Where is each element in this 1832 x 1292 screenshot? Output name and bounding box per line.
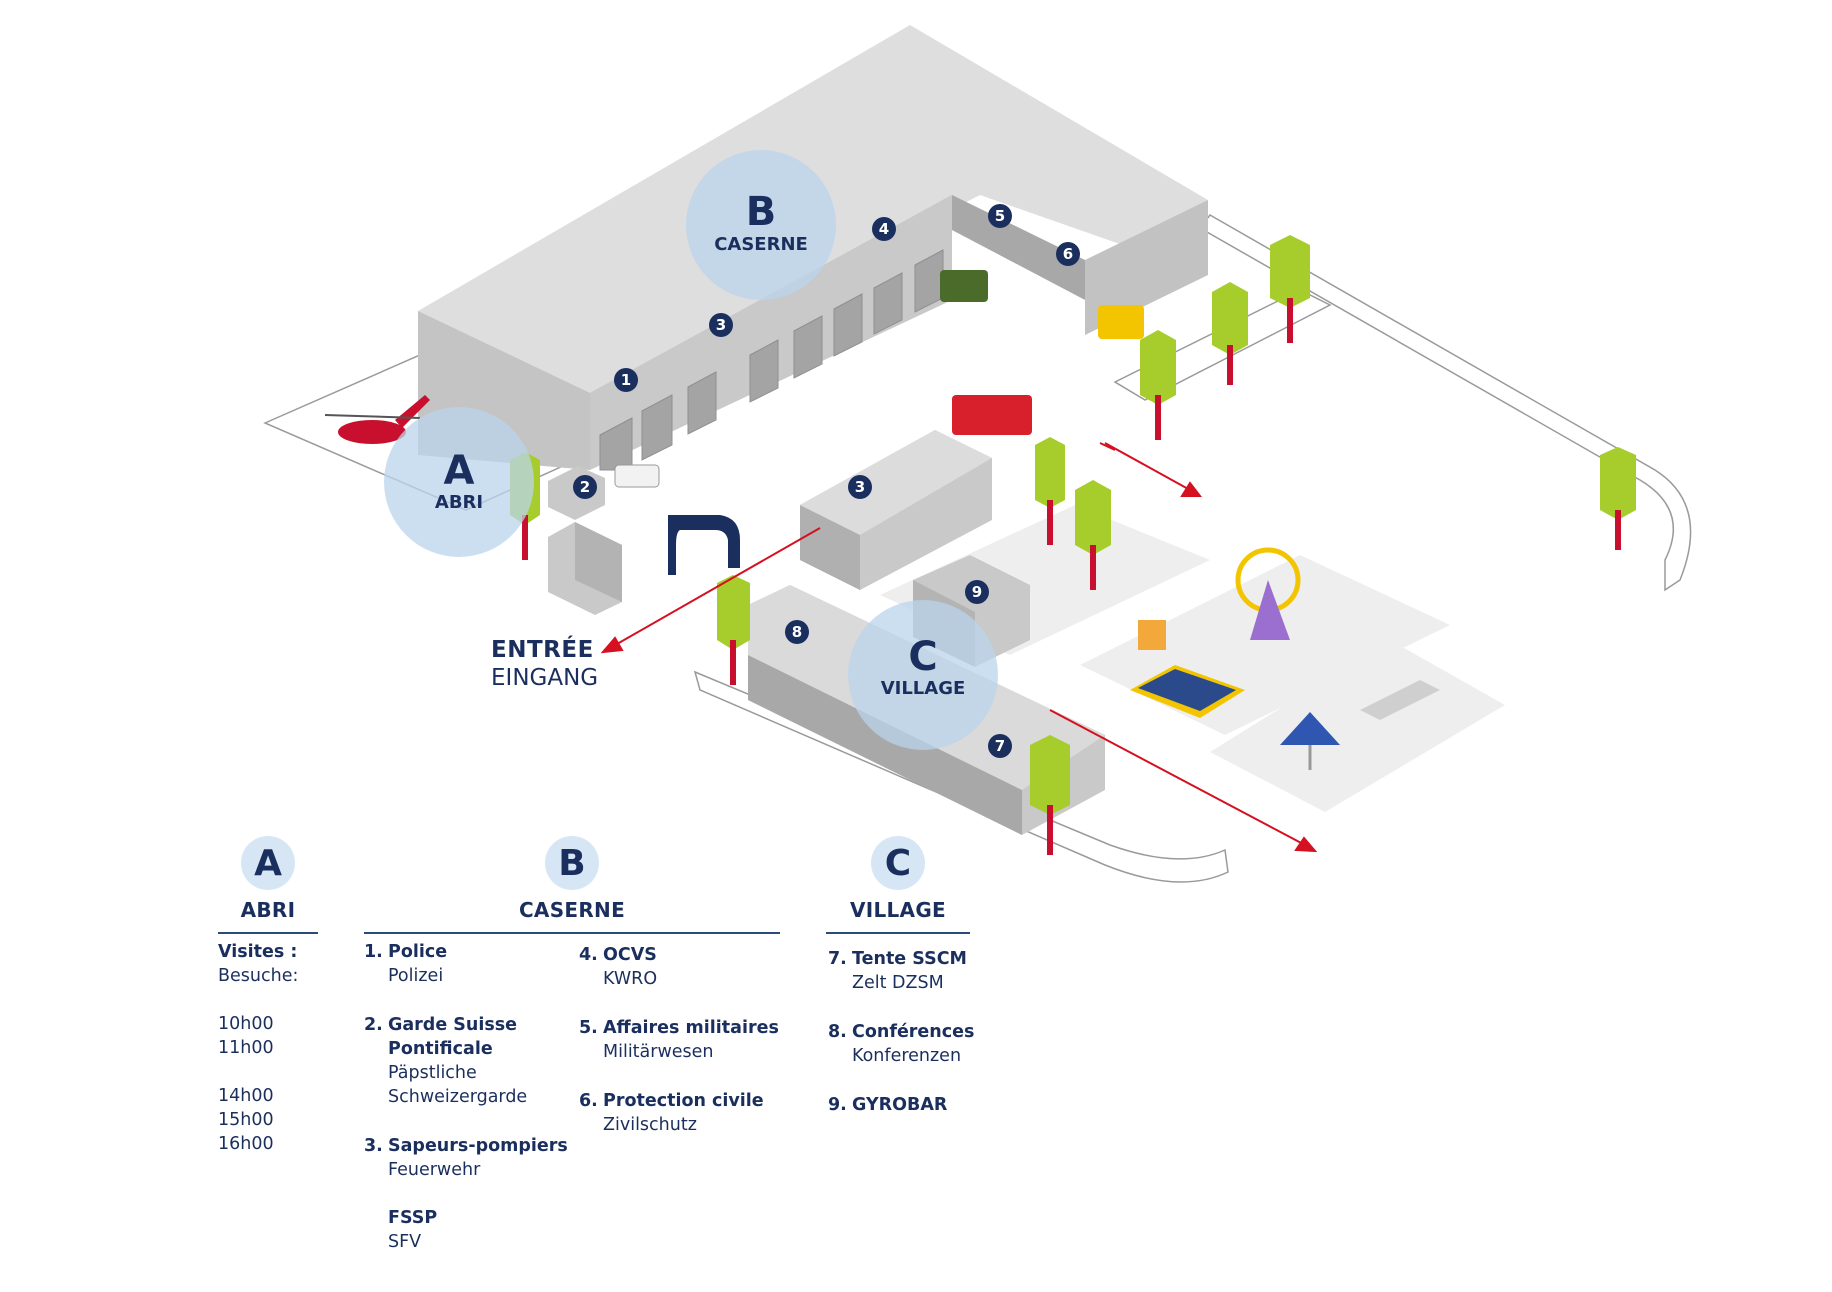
fair-attractions — [1130, 547, 1440, 770]
legend-village-rule — [826, 932, 970, 934]
pin-8: 8 — [785, 620, 809, 644]
entrance-arrows — [600, 442, 1318, 853]
zone-b-letter: B — [746, 189, 777, 235]
tree-icon — [1270, 235, 1310, 343]
tree-icon — [1212, 282, 1248, 385]
legend-item-1: 1.Police Polizei — [364, 942, 448, 986]
legend-caserne-title: CASERNE — [518, 898, 626, 922]
zone-a-name: ABRI — [435, 492, 483, 513]
svg-text:7: 7 — [995, 737, 1005, 755]
legend-item-5: 5.Affaires militaires Militärwesen — [579, 1018, 779, 1062]
legend-caserne-badge: B — [545, 836, 599, 890]
svg-text:3: 3 — [716, 316, 726, 334]
legend-village-header: C VILLAGE — [826, 836, 970, 922]
zone-c-name: VILLAGE — [881, 678, 966, 699]
small-buildings — [548, 430, 1105, 835]
legend-item-7: 7.Tente SSCM Zelt DZSM — [828, 949, 967, 993]
svg-text:3: 3 — [855, 478, 865, 496]
ride-icon — [1360, 680, 1440, 720]
legend-item-8: 8.Conférences Konferenzen — [828, 1022, 975, 1066]
visit-time: 11h00 — [218, 1038, 274, 1058]
tree-icon — [1075, 480, 1111, 590]
legend-caserne-header: B CASERNE — [364, 836, 780, 922]
svg-text:2: 2 — [580, 478, 590, 496]
pin-5: 5 — [988, 204, 1012, 228]
svg-text:8: 8 — [792, 623, 802, 641]
visit-time: 14h00 — [218, 1086, 274, 1106]
entrance-arch — [668, 515, 740, 575]
entrance-label-de: EINGANG — [491, 665, 599, 691]
legend-abri-badge: A — [241, 836, 295, 890]
tree-icon — [1140, 330, 1176, 440]
tree-icon — [717, 575, 750, 685]
pin-2: 2 — [573, 475, 597, 499]
legend-village-title: VILLAGE — [849, 898, 947, 922]
svg-text:4: 4 — [879, 220, 889, 238]
vehicles — [614, 270, 1144, 488]
pin-6: 6 — [1056, 242, 1080, 266]
carousel-icon — [1280, 712, 1340, 745]
legend-item-3: 3.Sapeurs-pompiers Feuerwehr — [364, 1136, 568, 1180]
pin-4: 4 — [872, 217, 896, 241]
legend-village: C VILLAGE — [826, 836, 970, 934]
zone-c-letter: C — [908, 634, 937, 680]
svg-text:6: 6 — [1063, 245, 1073, 263]
svg-text:5: 5 — [995, 207, 1005, 225]
legend-abri: A ABRI — [218, 836, 318, 934]
legend-caserne: B CASERNE — [364, 836, 780, 934]
ambulance-icon — [1098, 305, 1144, 339]
fire-truck-icon — [952, 395, 1032, 435]
legend-caserne-rule — [364, 932, 780, 934]
pin-7: 7 — [988, 734, 1012, 758]
tree-icon — [1600, 447, 1636, 550]
legend-item-6: 6.Protection civile Zivilschutz — [579, 1091, 764, 1135]
pin-9: 9 — [965, 580, 989, 604]
zone-a-letter: A — [444, 448, 475, 494]
pin-1: 1 — [614, 368, 638, 392]
military-truck-icon — [940, 270, 988, 302]
legend-abri-rule — [218, 932, 318, 934]
helicopter-icon — [324, 395, 430, 444]
entrance-label-fr: ENTRÉE — [491, 637, 594, 663]
legend-item-fssp: FSSP SFV — [388, 1208, 438, 1252]
pin-3-tent: 3 — [848, 475, 872, 499]
svg-text:1: 1 — [621, 371, 631, 389]
legend-item-2: 2.Garde Suisse Pontificale Päpstliche Sc… — [364, 1015, 528, 1107]
tree-icon — [1035, 437, 1065, 545]
visit-time: 15h00 — [218, 1110, 274, 1130]
zone-a-marker: A ABRI — [384, 407, 534, 557]
entrance-label: ENTRÉE EINGANG — [491, 637, 598, 691]
svg-text:9: 9 — [972, 583, 982, 601]
legend-item-9: 9.GYROBAR — [828, 1095, 948, 1115]
legend-abri-title: ABRI — [240, 898, 296, 922]
location-pins: 1 2 3 4 5 6 3 8 9 7 — [573, 204, 1080, 758]
police-car-icon — [614, 464, 660, 488]
visit-time: 16h00 — [218, 1134, 274, 1154]
legend-item-4: 4.OCVS KWRO — [579, 945, 658, 989]
legend-village-badge: C — [871, 836, 925, 890]
zone-c-marker: C VILLAGE — [848, 600, 998, 750]
pin-3-caserne: 3 — [709, 313, 733, 337]
zone-b-marker: B CASERNE — [686, 150, 836, 300]
visits-label-fr: Visites : — [218, 942, 298, 962]
legend-abri-header: A ABRI — [218, 836, 318, 922]
legend-abri-visits: Visites : Besuche: 10h00 11h00 14h00 15h… — [218, 940, 298, 1156]
visit-time: 10h00 — [218, 1014, 274, 1034]
visits-label-de: Besuche: — [218, 966, 299, 986]
zone-b-name: CASERNE — [714, 234, 808, 255]
kiosk-icon — [1138, 620, 1166, 650]
tree-icon — [1030, 735, 1070, 855]
